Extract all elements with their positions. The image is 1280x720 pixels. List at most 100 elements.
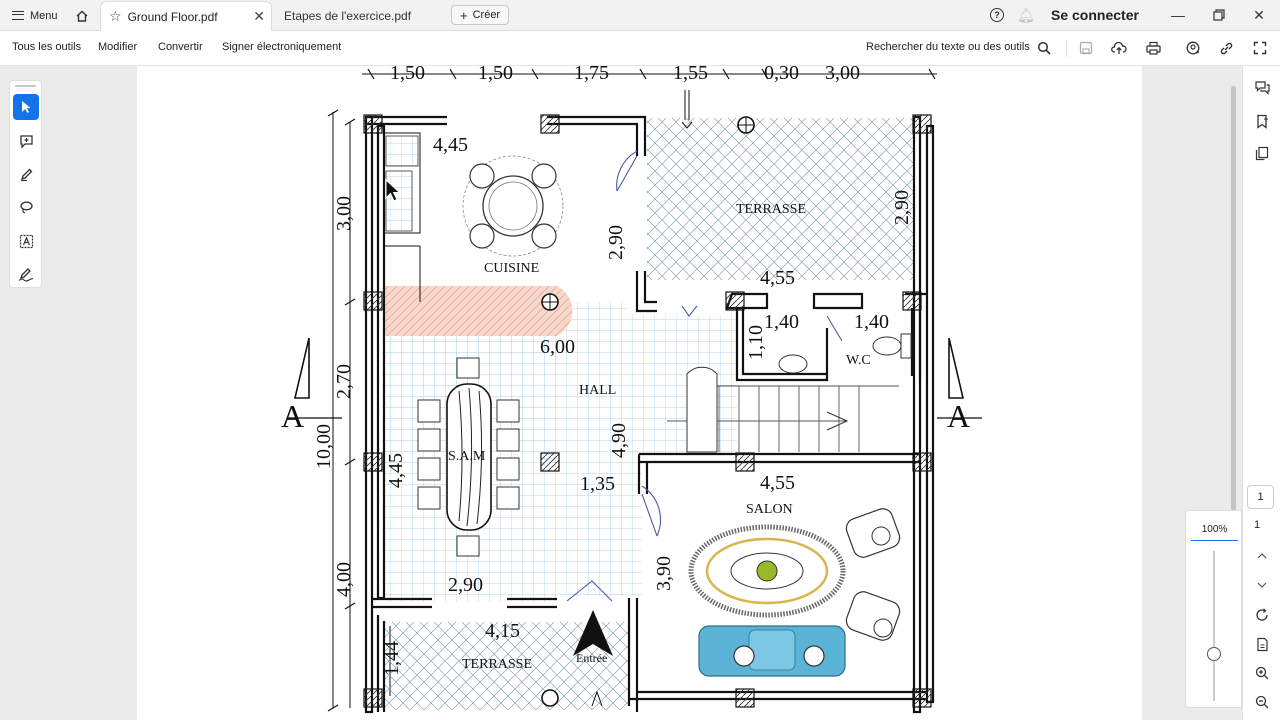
floor-plan-drawing: [287, 68, 982, 714]
previous-page-icon[interactable]: [1252, 546, 1272, 566]
tab-label: Ground Floor.pdf: [127, 9, 218, 24]
dim-left-400: 4,00: [333, 562, 355, 597]
scrollbar-thumb[interactable]: [1231, 86, 1236, 591]
dim-terrasse-width: 4,55: [760, 267, 795, 289]
sign-in-link[interactable]: Se connecter: [1051, 7, 1139, 23]
highlight-tool-button[interactable]: [13, 161, 39, 187]
dim-top-3: 1,75: [574, 66, 609, 84]
page-number-input[interactable]: 1: [1247, 485, 1274, 509]
esign-menu[interactable]: Signer électroniquement: [222, 41, 342, 53]
minimize-icon[interactable]: —: [1171, 7, 1185, 23]
tab-ground-floor[interactable]: ☆ Ground Floor.pdf ✕: [100, 1, 272, 31]
room-entree: Entrée: [576, 651, 608, 665]
expand-icon[interactable]: [1251, 39, 1269, 57]
room-terrasse-front: TERRASSE: [462, 657, 533, 672]
home-icon: [76, 10, 88, 22]
dim-top-6: 3,00: [825, 66, 860, 84]
mouse-cursor-icon: [385, 179, 401, 202]
title-bar: Menu ☆ Ground Floor.pdf ✕ Etapes de l'ex…: [0, 0, 1280, 31]
lasso-icon: [19, 201, 33, 214]
search-icon[interactable]: [1035, 39, 1053, 57]
dim-salon-height: 3,90: [653, 556, 675, 591]
dim-sam-width: 2,90: [448, 574, 483, 596]
zoom-value[interactable]: 100%: [1191, 519, 1238, 541]
create-button[interactable]: + Créer: [451, 5, 510, 25]
menu-button[interactable]: Menu: [6, 4, 64, 27]
section-mark-left: A: [281, 398, 305, 434]
plus-icon: +: [460, 7, 468, 23]
create-label: Créer: [472, 9, 501, 21]
dim-top-2: 1,50: [478, 66, 513, 84]
pen-icon: [20, 168, 32, 181]
edit-menu[interactable]: Modifier: [98, 41, 138, 53]
dim-left-270: 2,70: [333, 364, 355, 399]
right-panel-rail: [1242, 66, 1280, 720]
dim-cuisine-width: 4,45: [433, 134, 468, 156]
dim-terrasse-height: 2,90: [891, 190, 913, 225]
upload-cloud-icon[interactable]: [1110, 39, 1128, 57]
dim-terrasse-front-width: 4,15: [485, 620, 520, 642]
convert-menu[interactable]: Convertir: [158, 41, 203, 53]
page-total-label: 1: [1254, 519, 1261, 531]
signature-pen-icon: [18, 267, 34, 282]
dim-salon-width: 4,55: [760, 472, 795, 494]
section-mark-right: A: [947, 398, 971, 434]
zoom-out-icon[interactable]: [1252, 692, 1272, 712]
star-icon[interactable]: ☆: [109, 8, 122, 24]
search-tools-label[interactable]: Rechercher du texte ou des outils: [866, 41, 1030, 53]
dim-top-1: 1,50: [390, 66, 425, 84]
tab-etapes[interactable]: Etapes de l'exercice.pdf: [276, 1, 444, 31]
next-page-icon[interactable]: [1252, 575, 1272, 595]
rotate-icon[interactable]: [1252, 605, 1272, 625]
zoom-slider-track[interactable]: [1213, 551, 1215, 701]
dim-wc-left: 1,40: [764, 311, 799, 333]
restore-icon[interactable]: [1208, 4, 1230, 26]
text-box-button[interactable]: [13, 228, 39, 254]
dim-wc-height: 1,10: [745, 325, 767, 360]
pdf-page[interactable]: 1,50 1,50 1,75 1,55 0,30 3,00 3,00 2,70 …: [137, 66, 1142, 720]
page-fit-icon[interactable]: [1252, 634, 1272, 654]
room-salon: SALON: [746, 502, 793, 517]
main-toolbar: Tous les outils Modifier Convertir Signe…: [0, 31, 1280, 66]
comments-icon[interactable]: [1252, 78, 1272, 98]
close-tab-icon[interactable]: ✕: [253, 8, 265, 24]
room-terrasse-back: TERRASSE: [736, 202, 807, 217]
all-tools-menu[interactable]: Tous les outils: [12, 41, 82, 53]
share-user-icon[interactable]: [1184, 39, 1202, 57]
tab-label: Etapes de l'exercice.pdf: [284, 9, 412, 23]
room-hall: HALL: [579, 383, 617, 398]
link-icon[interactable]: [1217, 39, 1235, 57]
dim-hall-width: 6,00: [540, 336, 575, 358]
draw-tool-button[interactable]: [13, 194, 39, 220]
add-comment-button[interactable]: [13, 128, 39, 154]
dim-sam-height: 4,45: [385, 453, 407, 488]
help-icon[interactable]: ?: [990, 8, 1004, 22]
dim-left-300: 3,00: [333, 196, 355, 231]
dim-left-144: 1,44: [381, 641, 403, 676]
dim-left-total: 10,00: [313, 424, 335, 469]
bell-icon[interactable]: 🔔︎: [1017, 7, 1035, 23]
select-tool-button[interactable]: [13, 94, 39, 120]
dim-top-4: 1,55: [673, 66, 708, 84]
pages-icon[interactable]: [1252, 143, 1272, 163]
close-window-icon[interactable]: ✕: [1253, 6, 1265, 23]
print-icon[interactable]: [1144, 39, 1162, 57]
home-button[interactable]: [70, 4, 94, 27]
hamburger-icon: [12, 11, 24, 20]
rail-grip[interactable]: [15, 85, 36, 87]
dim-door-width: 1,35: [580, 473, 615, 495]
menu-label: Menu: [30, 9, 58, 22]
text-box-icon: [19, 234, 33, 248]
room-cuisine: CUISINE: [484, 261, 540, 276]
document-workspace: 1,50 1,50 1,75 1,55 0,30 3,00 3,00 2,70 …: [0, 66, 1280, 720]
dim-top-5: 0,30: [764, 66, 799, 84]
vertical-scrollbar[interactable]: [1229, 66, 1238, 720]
zoom-slider-knob[interactable]: [1207, 647, 1221, 661]
sign-tool-button[interactable]: [13, 261, 39, 287]
room-wc: W.C: [846, 353, 871, 368]
zoom-in-icon[interactable]: [1252, 663, 1272, 683]
bookmark-icon[interactable]: [1252, 111, 1272, 131]
toolbar-divider: [1066, 40, 1067, 57]
save-icon[interactable]: [1077, 39, 1095, 57]
dim-hall-height: 4,90: [608, 423, 630, 458]
